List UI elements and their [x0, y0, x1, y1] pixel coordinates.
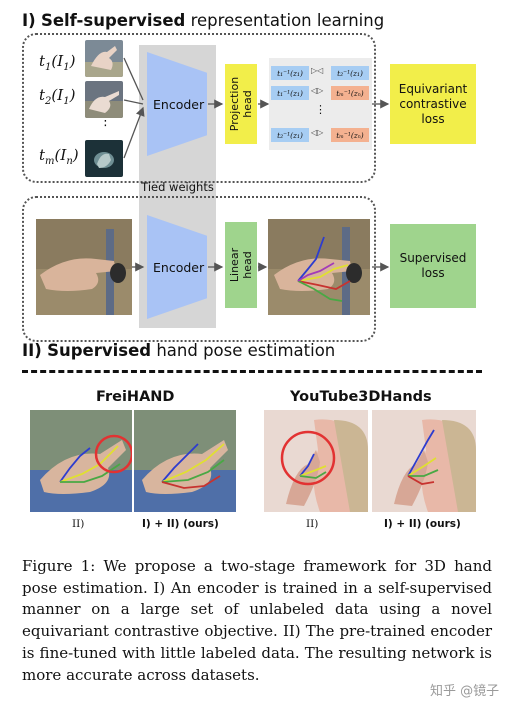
- supervised-loss-label: Supervised loss: [399, 251, 467, 280]
- freihand-baseline-photo: [30, 410, 132, 512]
- equivariant-contrastive-loss-box: Equivariant contrastive loss: [390, 64, 476, 144]
- encoder-bottom-label: Encoder: [153, 260, 205, 275]
- self-supervised-box: [22, 33, 376, 183]
- section-divider: [22, 370, 482, 373]
- pair-3-arrow: ◁▷: [311, 128, 324, 137]
- transform-label-2: t2(I1): [39, 86, 76, 107]
- pair-3-left: t₂⁻¹(z₁): [271, 128, 309, 142]
- linear-head-label: Linear head: [228, 247, 254, 283]
- result-caption-freihand-ours: I) + II) (ours): [142, 518, 219, 530]
- pair-2-arrow: ◁▷: [311, 86, 324, 95]
- projection-head: Projection head: [225, 64, 257, 144]
- supervised-box: [22, 196, 376, 342]
- pair-1-right: t₂⁻¹(z₁): [331, 66, 369, 80]
- pair-2-right: tₘ⁻¹(zₙ): [331, 86, 369, 100]
- augmented-hand-thumb-1: [85, 40, 123, 77]
- pair-ellipsis: ⋮: [315, 103, 326, 116]
- equivariant-contrastive-loss-label: Equivariant contrastive loss: [398, 81, 468, 126]
- section-header-supervised: II) Supervised hand pose estimation: [22, 341, 336, 360]
- augmented-hand-thumb-m: [85, 140, 123, 177]
- pair-1-left: t₁⁻¹(z₁): [271, 66, 309, 80]
- transform-label-m: tm(In): [39, 146, 79, 167]
- supervised-loss-box: Supervised loss: [390, 224, 476, 308]
- youtube-baseline-photo: [264, 410, 368, 512]
- pair-1-arrow: ▷◁: [311, 66, 324, 75]
- encoder-top-label: Encoder: [153, 97, 205, 112]
- result-caption-youtube-baseline: II): [306, 518, 319, 530]
- linear-head: Linear head: [225, 222, 257, 308]
- transform-label-1: t1(I1): [39, 52, 76, 73]
- result-caption-freihand-baseline: II): [72, 518, 85, 530]
- tied-weights-label: Tied weights: [141, 180, 214, 194]
- youtube-ours-photo: [372, 410, 476, 512]
- predicted-pose-photo: [268, 219, 370, 315]
- result-caption-youtube-ours: I) + II) (ours): [384, 518, 461, 530]
- section-header-self-supervised: I) Self-supervised representation learni…: [22, 11, 385, 30]
- pair-2-left: t₁⁻¹(z₁): [271, 86, 309, 100]
- watermark: 知乎 @镜子: [430, 684, 500, 699]
- projection-head-label: Projection head: [228, 76, 254, 132]
- dataset-title-youtube3dhands: YouTube3DHands: [290, 389, 432, 405]
- figure-caption: Figure 1: We propose a two-stage framewo…: [22, 557, 492, 684]
- augmented-hand-thumb-2: [85, 81, 123, 118]
- pair-3-right: tₘ⁻¹(zₙ): [331, 128, 369, 142]
- freihand-ours-photo: [134, 410, 236, 512]
- input-hand-photo: [36, 219, 132, 315]
- dataset-title-freihand: FreiHAND: [96, 389, 175, 405]
